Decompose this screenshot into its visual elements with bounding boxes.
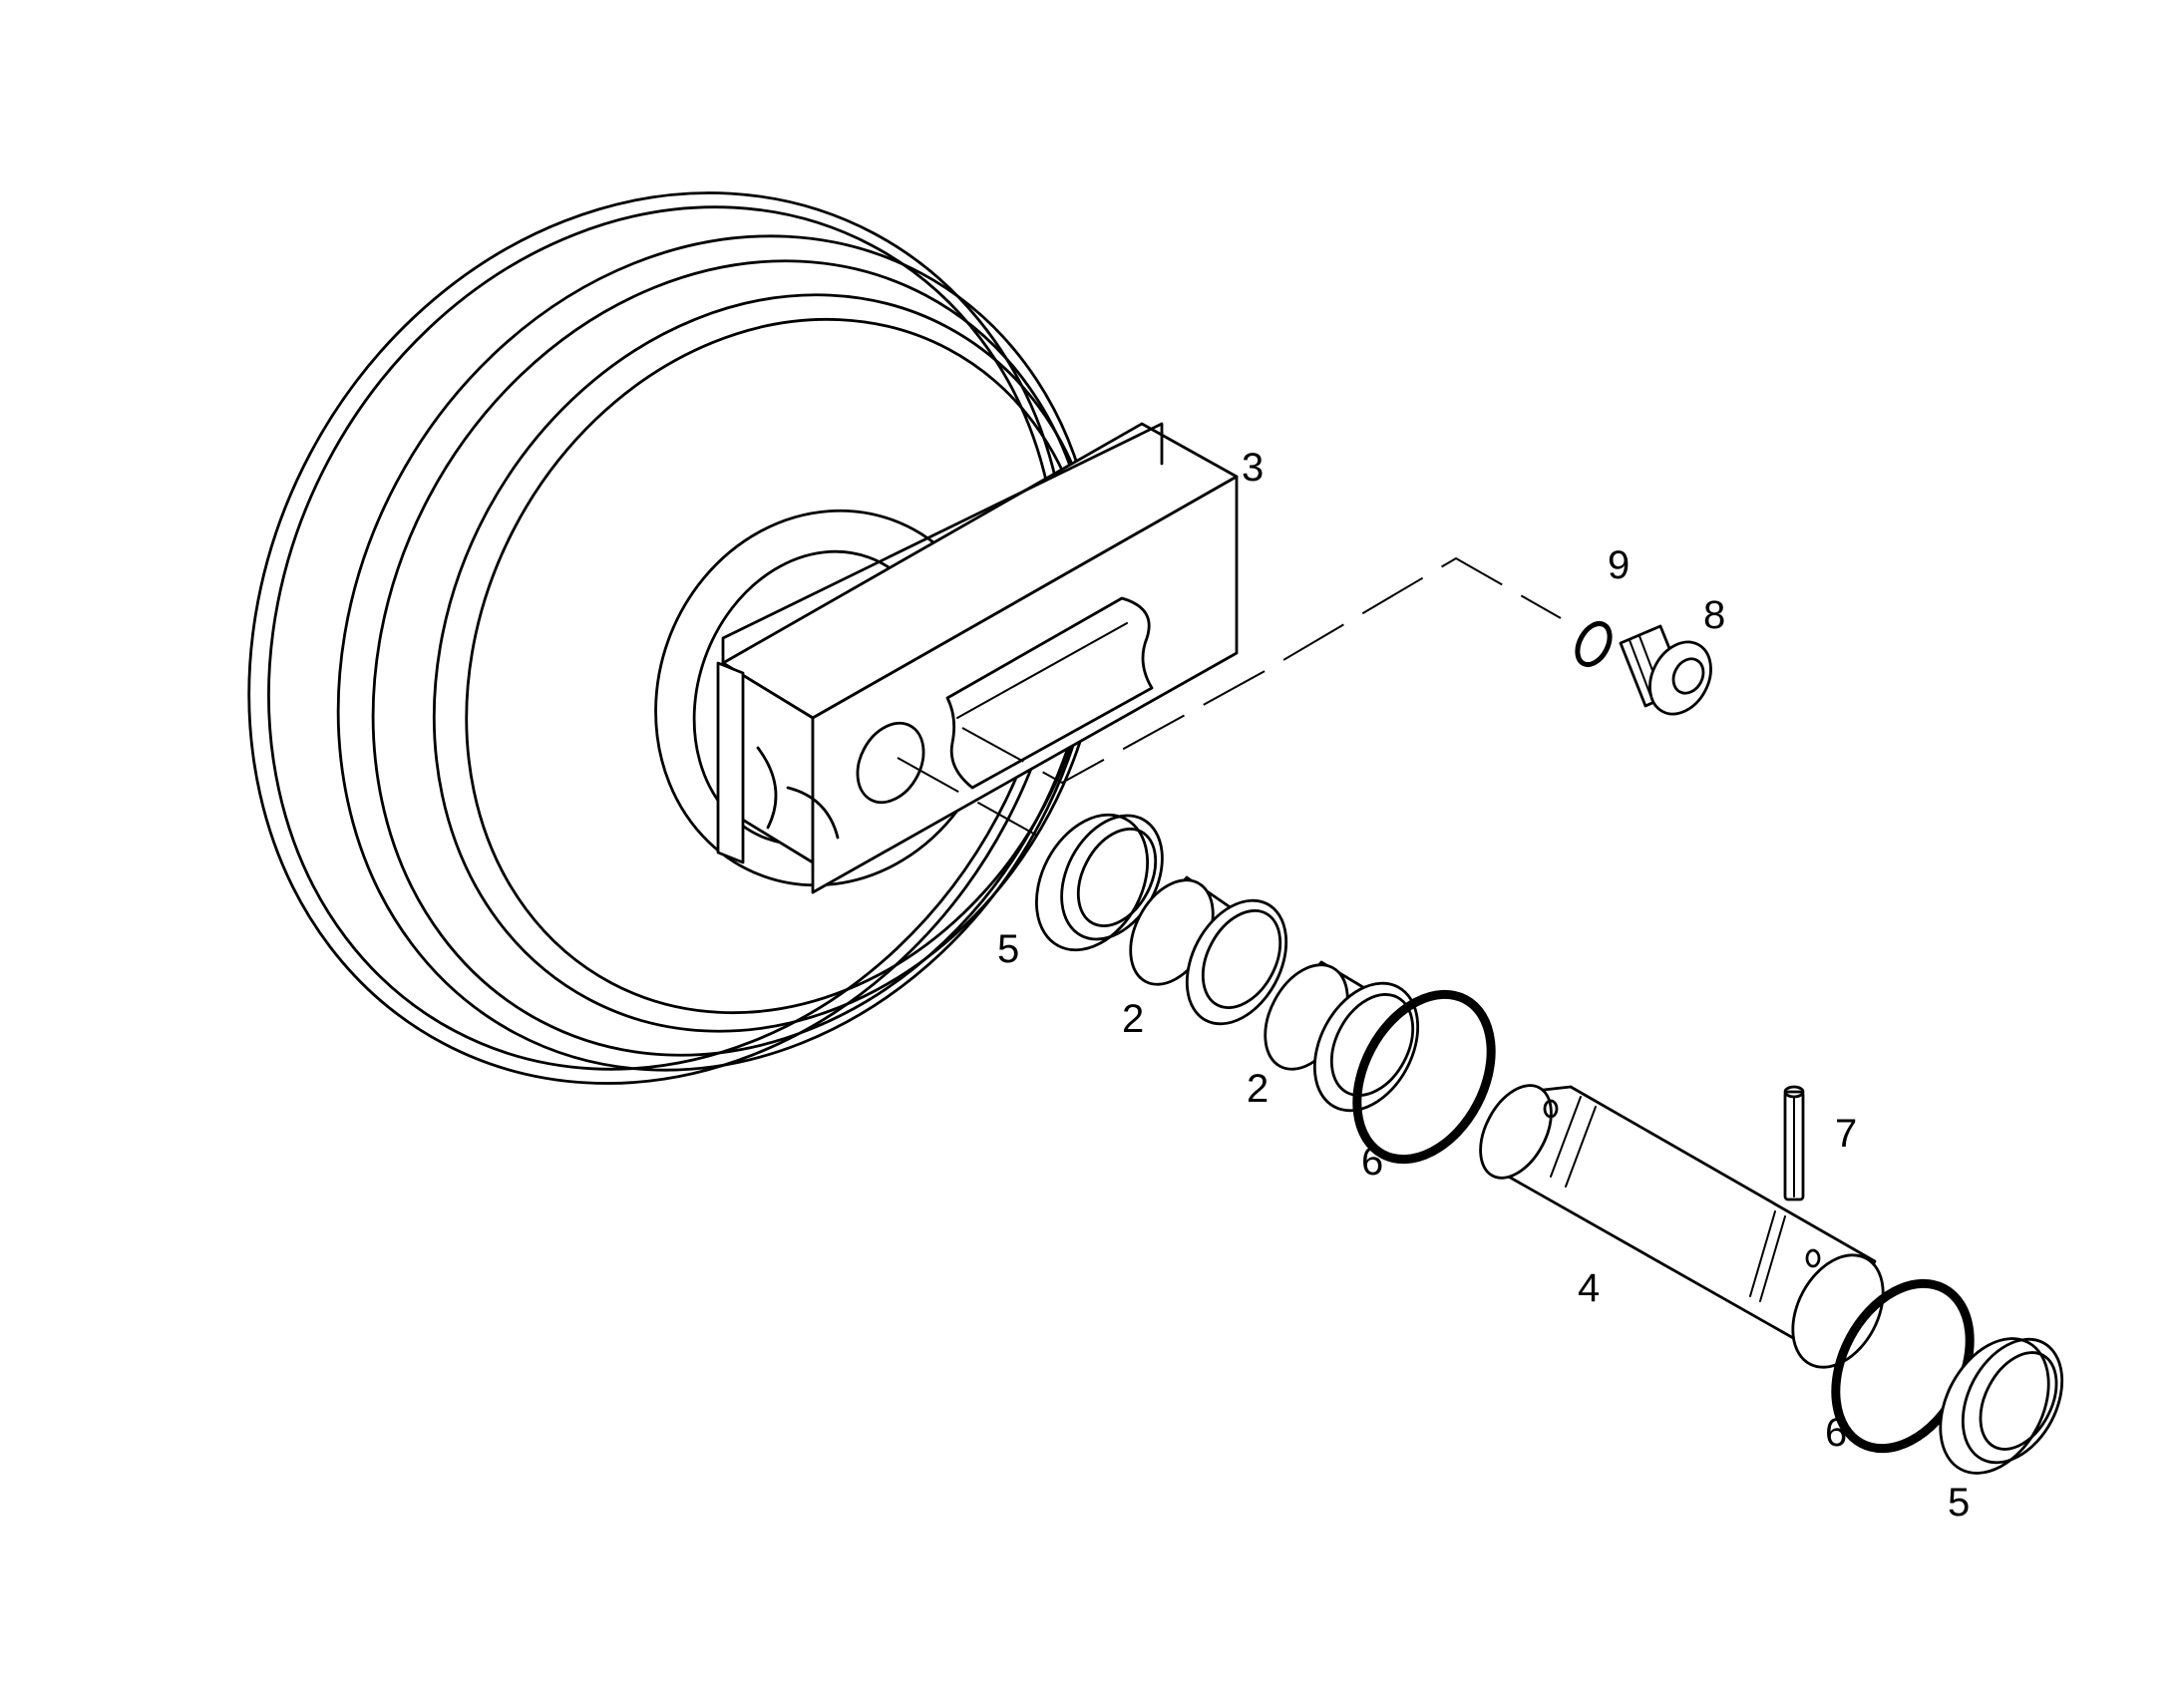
- plug-screw: [1619, 624, 1712, 716]
- idler-wheel: [247, 191, 1104, 1085]
- callout-7: 7: [1835, 1112, 1857, 1156]
- callout-2-first: 2: [1122, 997, 1144, 1041]
- callout-2-second: 2: [1247, 1067, 1269, 1111]
- callout-6-second: 6: [1825, 1411, 1847, 1455]
- seal-ring-right: [1939, 1337, 2064, 1475]
- o-ring-first: [1352, 989, 1496, 1165]
- callout-5-right: 5: [1948, 1481, 1970, 1525]
- shaft: [1479, 1084, 1885, 1369]
- o-ring-small: [1575, 620, 1613, 668]
- bushing-first: [1129, 875, 1288, 1026]
- callout-3: 3: [1242, 446, 1264, 490]
- callout-9: 9: [1608, 543, 1630, 587]
- assembly-center-lines: [897, 556, 1562, 837]
- callout-4: 4: [1578, 1266, 1600, 1310]
- callout-6-first: 6: [1361, 1140, 1383, 1184]
- bearing-block: [716, 422, 1239, 894]
- callout-labels: 3 9 8 5 2 2 6 7 4 6 5: [997, 446, 1970, 1525]
- callout-5-left: 5: [997, 927, 1019, 971]
- callout-8: 8: [1703, 593, 1725, 637]
- roll-pin: [1783, 1085, 1805, 1201]
